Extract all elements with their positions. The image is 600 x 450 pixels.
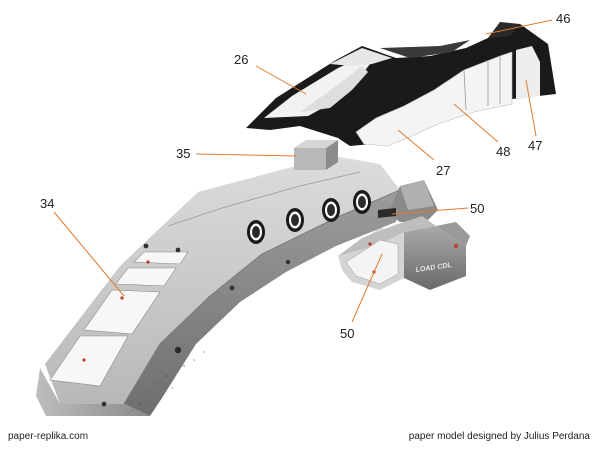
hull-dot: [101, 401, 107, 407]
leader-line-26: [255, 65, 307, 95]
fuselage-nose-front: [36, 368, 150, 416]
pod-decal-text: LOAD CDL: [415, 262, 452, 274]
leader-line-27: [397, 129, 435, 161]
hull-weathering: [131, 351, 205, 411]
top-block-top: [294, 140, 338, 148]
pod-box-side: [404, 226, 466, 290]
part-label-47: 47: [528, 138, 542, 153]
part-label-50: 50: [470, 201, 484, 216]
porthole: [291, 214, 299, 226]
pod-box-top: [338, 216, 436, 256]
pod-indicator: [454, 244, 458, 248]
canopy-black-frame: [246, 24, 556, 146]
part-label-35: 35: [176, 146, 190, 161]
fuselage-ridge: [123, 189, 401, 405]
canopy-panel-seam: [463, 69, 467, 111]
canopy-side-window-panel: [355, 51, 513, 147]
fuselage-assembly: [36, 140, 401, 416]
hull-dot: [175, 247, 181, 253]
canopy-spine-highlight: [380, 40, 470, 58]
part-label-48: 48: [496, 144, 510, 159]
leader-line-34: [53, 211, 125, 297]
pod-box-top-right: [436, 222, 470, 246]
hull-dot: [143, 243, 149, 249]
pod-upper-slot: [378, 208, 396, 218]
panel-marker: [82, 358, 86, 362]
part-label-27: 27: [436, 163, 450, 178]
leader-line-35: [195, 153, 297, 157]
canopy-upper-strip: [330, 48, 392, 66]
top-block-front: [294, 148, 326, 170]
porthole: [358, 196, 366, 208]
part-labels: 46 26 47 48 27 35 34 50 50: [40, 11, 570, 341]
canopy-front-window: [264, 58, 370, 118]
porthole: [252, 226, 260, 238]
source-credit: paper-replika.com: [8, 431, 89, 442]
fuselage-side-wall: [124, 190, 400, 416]
leader-line-47: [525, 79, 537, 137]
canopy-assembly: [246, 22, 556, 147]
part-label-46: 46: [556, 11, 570, 26]
panel-marker: [120, 296, 124, 300]
deck-panel: [115, 267, 177, 287]
panel-marker: [146, 260, 150, 264]
porthole: [327, 204, 335, 216]
leader-lines: [53, 19, 553, 323]
leader-line-50a: [391, 207, 469, 215]
leader-line-46: [485, 19, 553, 35]
canopy-rear-window: [516, 46, 540, 100]
top-block-side: [326, 140, 338, 170]
leader-line-48: [453, 103, 499, 143]
hull-dot: [285, 259, 291, 265]
hull-dot: [229, 285, 235, 291]
porthole-row: [247, 190, 371, 244]
canopy-front-window-shade: [300, 66, 368, 112]
part-label-34: 34: [40, 196, 54, 211]
deck-panel: [133, 251, 189, 265]
deck-panel: [49, 335, 129, 387]
hull-dot: [174, 346, 182, 354]
leader-line-50b: [351, 253, 383, 323]
fuselage-deck-seam: [167, 171, 361, 227]
deck-panel: [83, 289, 161, 335]
part-label-50: 50: [340, 326, 354, 341]
panel-marker: [368, 242, 372, 246]
part-label-26: 26: [234, 52, 248, 67]
fuselage-top-deck: [45, 156, 400, 404]
pod-white-panel: [345, 239, 399, 285]
designer-credit: paper model designed by Julius Perdana: [408, 431, 590, 442]
pod-upper-frame-face: [400, 180, 434, 210]
